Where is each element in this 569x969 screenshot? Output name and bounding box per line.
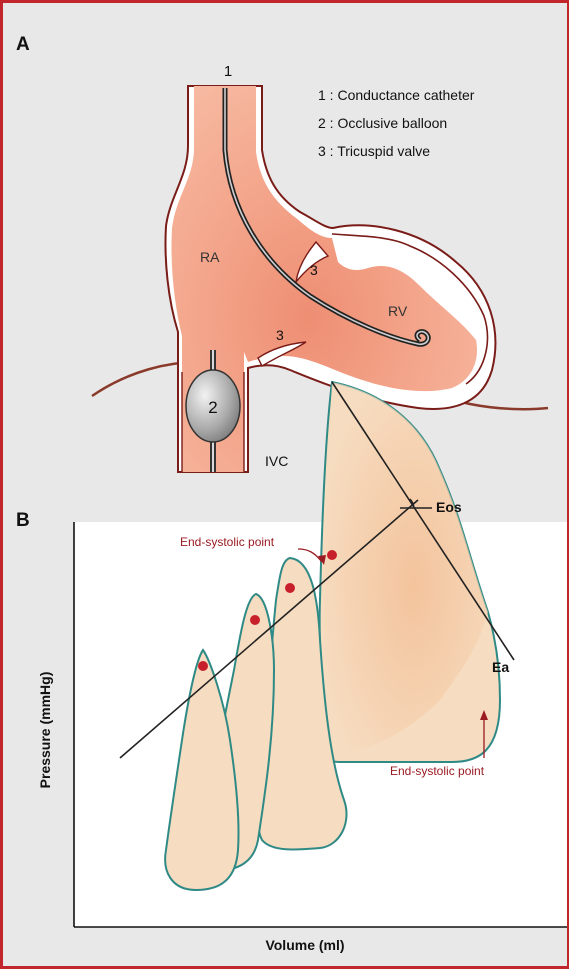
marker-balloon: 2 <box>208 398 217 417</box>
es-point-1 <box>198 661 208 671</box>
legend-item-1: 1 : Conductance catheter <box>318 87 475 103</box>
y-axis-label: Pressure (mmHg) <box>37 672 53 789</box>
x-axis-label: Volume (ml) <box>265 937 344 953</box>
marker-catheter: 1 <box>224 63 232 80</box>
annotation-es-top: End-systolic point <box>180 535 275 549</box>
panel-a-letter: A <box>16 34 30 55</box>
label-ra: RA <box>200 249 220 265</box>
label-eos: Eos <box>436 499 462 515</box>
es-point-4 <box>327 550 337 560</box>
legend-item-2: 2 : Occlusive balloon <box>318 115 447 131</box>
marker-valve-lower: 3 <box>276 327 284 343</box>
marker-valve-upper: 3 <box>310 262 318 278</box>
legend-item-3: 3 : Tricuspid valve <box>318 143 430 159</box>
label-ivc: IVC <box>265 453 288 469</box>
es-point-3 <box>285 583 295 593</box>
label-ea: Ea <box>492 659 509 675</box>
label-rv: RV <box>388 303 408 319</box>
annotation-es-bottom: End-systolic point <box>390 764 485 778</box>
es-point-2 <box>250 615 260 625</box>
panel-b-letter: B <box>16 510 30 531</box>
